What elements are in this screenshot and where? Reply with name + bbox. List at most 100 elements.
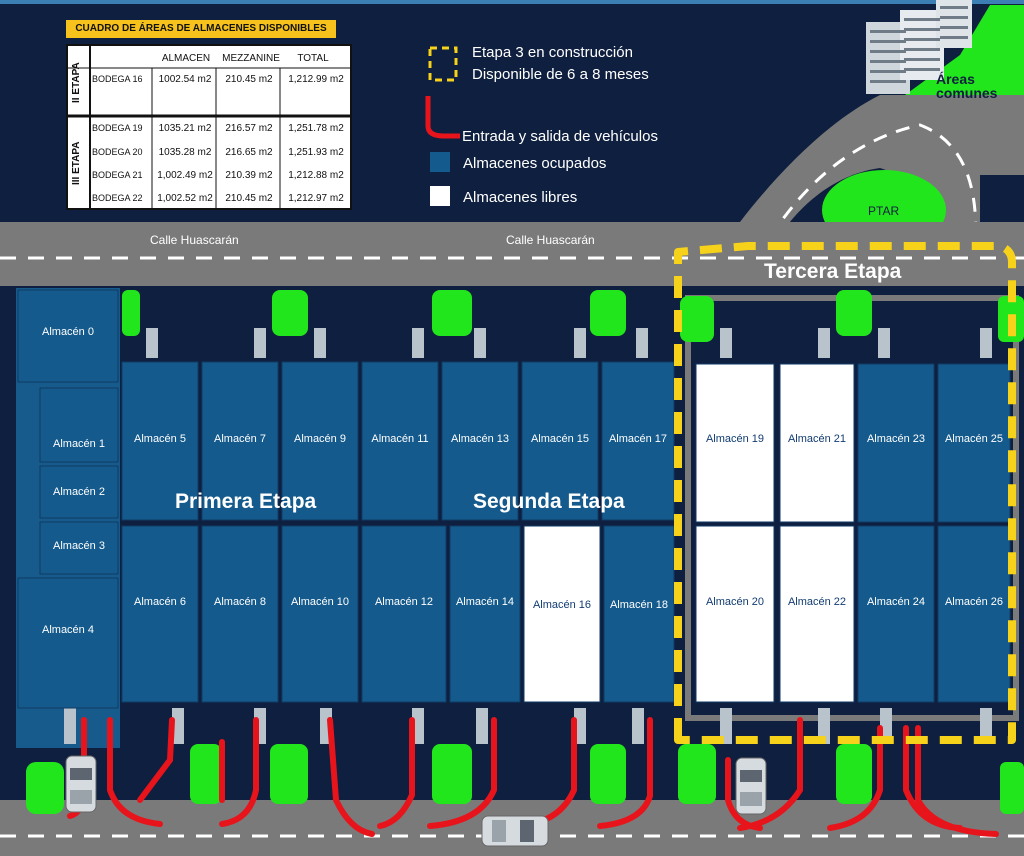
warehouse-label: Almacén 2 [53,486,105,498]
warehouse-8[interactable] [201,525,279,703]
warehouse-22[interactable] [779,525,855,703]
table-header-mezzanine: MEZZANINE [222,53,280,64]
etapa-iii-label: III ETAPA [71,141,82,185]
warehouse-12[interactable] [361,525,447,703]
warehouse-10[interactable] [281,525,359,703]
occupied-swatch [430,152,450,172]
stage-1-title: Primera Etapa [175,490,317,513]
legend-free: Almacenes libres [463,189,578,206]
warehouse-label: Almacén 17 [608,433,668,445]
table-header-almacen: ALMACEN [161,53,211,64]
warehouse-label: Almacén 20 [705,596,765,608]
warehouse-25[interactable] [937,363,1011,523]
warehouse-19[interactable] [695,363,775,523]
warehouse-7[interactable] [201,361,279,521]
warehouse-label: Almacén 11 [371,433,429,445]
warehouse-2[interactable] [39,465,119,519]
table-cell: 1035.21 m2 [158,123,212,134]
warehouse-14[interactable] [449,525,521,703]
construction-outline [674,242,1016,744]
car-2 [735,757,767,815]
table-cell: 216.65 m2 [225,147,273,158]
warehouse-3[interactable] [39,521,119,575]
access-road-dashes [768,123,978,251]
table-header-total: TOTAL [297,53,329,64]
legend-occupied: Almacenes ocupados [463,155,607,172]
warehouse-label: Almacén 18 [609,599,669,611]
table-cell: 1,002.52 m2 [157,193,213,204]
warehouse-label: Almacén 1 [53,438,105,450]
warehouse-13[interactable] [441,361,519,521]
warehouse-label: Almacén 6 [134,596,186,608]
warehouse-18[interactable] [603,525,675,703]
warehouse-26[interactable] [937,525,1011,703]
common-areas-label: Áreas comunes [936,72,997,100]
etapa-ii-label: II ETAPA [71,62,82,104]
table-cell: BODEGA 21 [92,170,143,180]
warehouse-15[interactable] [521,361,599,521]
legend-construction-line1: Etapa 3 en construcción [472,44,633,61]
table-cell: 1,251.93 m2 [288,147,344,158]
top-strip [0,0,1024,4]
vehicle-routes [67,717,999,837]
warehouse-16[interactable] [523,525,601,703]
warehouse-label: Almacén 19 [705,433,765,445]
table-cell: BODEGA 20 [92,147,143,157]
car-1 [65,755,97,813]
street-huascaran [0,222,1024,286]
warehouse-label: Almacén 26 [944,596,1004,608]
warehouse-label: Almacén 9 [294,433,346,445]
common-areas-label-line2: comunes [936,85,998,101]
warehouse-label: Almacén 16 [532,599,592,611]
table-cell: 1035.28 m2 [158,147,212,158]
warehouse-17[interactable] [601,361,675,521]
table-cell: BODEGA 16 [92,74,143,84]
street-label-1: Calle Huascarán [150,233,239,247]
legend-swatches [425,46,460,206]
construction-swatch [428,46,458,82]
warehouse-4[interactable] [17,577,119,709]
warehouse-9[interactable] [281,361,359,521]
warehouse-21[interactable] [779,363,855,523]
area-table-title: CUADRO DE ÁREAS DE ALMACENES DISPONIBLES [66,20,336,38]
warehouse-label: Almacén 25 [944,433,1004,445]
free-swatch [430,186,450,206]
table-cell: BODEGA 22 [92,193,143,203]
ptar-label: PTAR [868,204,900,218]
car-3 [481,815,549,847]
warehouse-11[interactable] [361,361,439,521]
warehouse-label: Almacén 13 [450,433,510,445]
warehouse-label: Almacén 23 [866,433,926,445]
warehouse-label: Almacén 0 [42,326,94,338]
warehouse-5[interactable] [121,361,199,521]
table-cell: 210.39 m2 [225,170,273,181]
table-cell: 1,212.99 m2 [288,74,344,85]
table-cell: BODEGA 19 [92,123,143,133]
warehouse-label: Almacén 12 [374,596,434,608]
area-table-grid [66,44,352,210]
warehouse-23[interactable] [857,363,935,523]
table-cell: 210.45 m2 [225,74,273,85]
green-patches-bottom [26,744,1024,814]
warehouse-label: Almacén 15 [530,433,590,445]
table-cell: 216.57 m2 [225,123,273,134]
warehouse-6[interactable] [121,525,199,703]
warehouse-label: Almacén 24 [866,596,926,608]
warehouse-0[interactable] [17,289,119,383]
warehouse-20[interactable] [695,525,775,703]
table-cell: 1,212.97 m2 [288,193,344,204]
warehouse-1[interactable] [39,387,119,463]
warehouse-label: Almacén 14 [455,596,515,608]
warehouse-label: Almacén 7 [214,433,266,445]
warehouse-label: Almacén 21 [787,433,847,445]
dock-stubs-top [146,328,992,358]
warehouse-label: Almacén 22 [787,596,847,608]
table-cell: 210.45 m2 [225,193,273,204]
warehouse-label: Almacén 10 [290,596,350,608]
warehouse-24[interactable] [857,525,935,703]
area-table: ALMACEN MEZZANINE TOTAL II ETAPA III ETA… [66,44,352,210]
table-cell: 1,251.78 m2 [288,123,344,134]
warehouse-layer [17,289,1011,709]
